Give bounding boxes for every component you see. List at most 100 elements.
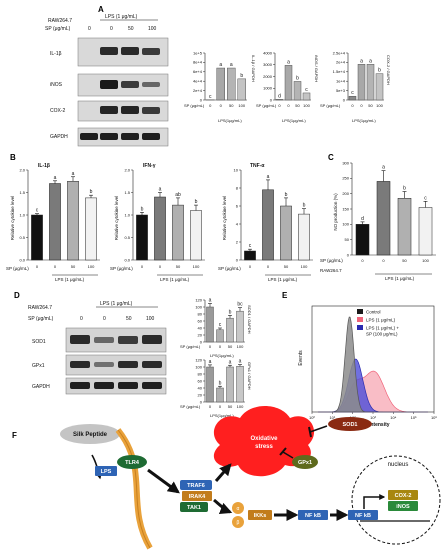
significance-letter: d	[361, 216, 364, 222]
sp-label-d: SP (μg/mL)	[28, 316, 54, 322]
y-tick-label: 120	[195, 297, 202, 302]
y-tick-label: 1e+4	[336, 79, 346, 84]
bar	[226, 317, 234, 343]
y-tick-label: 0	[200, 339, 203, 344]
nucleus-boundary	[351, 455, 441, 545]
band	[142, 382, 162, 389]
significance-letter: c	[249, 243, 252, 249]
irak4-label: IRAK4	[189, 494, 206, 500]
band	[142, 82, 160, 87]
blot-label-gapdh-a: GAPDH	[50, 134, 68, 140]
significance-letter: b	[141, 206, 144, 212]
lps-header: LPS (1 μg/mL)	[105, 14, 138, 20]
y-tick-label: 250	[342, 176, 349, 181]
sp-label-c: SP (μg/mL)	[320, 258, 343, 263]
band	[70, 335, 90, 344]
y-tick-label: 2	[236, 239, 239, 244]
band	[100, 133, 118, 140]
significance-letter: a	[229, 359, 232, 365]
panel-label-d: D	[14, 291, 20, 300]
significance-letter: bc	[237, 302, 243, 308]
bar	[418, 207, 433, 256]
chart-cox2-gapdh: COX-2 / GAPDH 2.5e+42e+41.5e+41e+45e+30c…	[320, 50, 391, 123]
bar	[49, 183, 61, 261]
panel-label-e: E	[282, 291, 288, 300]
sp-label-a3: SP (μg/mL)	[320, 103, 341, 108]
panel-f: F Silk Peptide TLR4 LPS Oxidative stress…	[12, 406, 441, 550]
panel-a: A RAW264.7 LPS (1 μg/mL) SP (μg/mL) 0 0 …	[45, 5, 391, 147]
lps-node	[95, 466, 117, 476]
significance-letter: b	[285, 192, 288, 198]
band	[142, 361, 162, 368]
band	[100, 47, 118, 55]
y-tick-label: 6	[236, 203, 239, 208]
legend-lps-sp-2: SP (100 μg/mL)	[366, 332, 398, 337]
blot-label-sod1: SOD1	[32, 339, 46, 345]
band	[142, 335, 162, 344]
x-tick-label: 0	[278, 103, 281, 108]
sp-dose-a-2: 0	[110, 26, 113, 32]
lps-group-label-a2: LPS(1μg/mL)	[282, 118, 306, 123]
panel-label-b: B	[10, 153, 16, 162]
significance-letter: a	[219, 62, 222, 68]
bar	[375, 73, 384, 101]
legend-control: Control	[366, 310, 381, 315]
y-tick-label: 1000	[263, 86, 273, 91]
ylabel-b3: Relative cytokine level	[222, 196, 227, 241]
ikks-node	[248, 510, 272, 520]
y-tick-label: 0.5	[124, 235, 130, 240]
x-tick-label: 0	[219, 404, 222, 409]
beta-label: β	[237, 520, 240, 526]
chart-title-b1: IL-1β	[38, 163, 50, 169]
panel-label-a: A	[98, 5, 104, 14]
x-tick-label: 0	[361, 258, 364, 263]
sp-dose-d-3: 50	[126, 316, 132, 322]
lps-label-b2: LPS (1 μg/mL)	[160, 277, 190, 282]
western-blot-d	[65, 327, 167, 395]
bar	[280, 205, 292, 261]
band	[142, 48, 160, 55]
chart-title-cox2-gapdh: COX-2 / GAPDH	[386, 55, 391, 85]
x-tick-label: 100	[238, 103, 245, 108]
significance-letter: c	[209, 94, 212, 100]
raw-label-d: RAW264.7	[28, 305, 52, 311]
bar	[376, 181, 391, 256]
significance-letter: c	[351, 90, 354, 96]
y-tick-label: 0.5	[19, 235, 25, 240]
lps-short-d2: LPS(1μg/mL)	[210, 413, 234, 418]
sod1-inhibit-line	[309, 425, 328, 433]
band	[118, 382, 138, 389]
x-tick-label: 100	[303, 103, 310, 108]
band	[100, 80, 118, 89]
x-tick-label: 50	[71, 264, 76, 269]
inos-node	[388, 501, 418, 511]
y-tick-label: 2.0	[19, 167, 25, 172]
bar	[172, 204, 184, 261]
bar	[154, 196, 166, 261]
y-tick-label: 2.0	[124, 167, 130, 172]
significance-letter: b	[229, 309, 232, 315]
y-tick-label: 1.0	[19, 212, 25, 217]
legend-swatch-lps-sp	[357, 325, 363, 330]
y-tick-label: 0	[270, 97, 273, 102]
x-tick-label: 0	[54, 264, 57, 269]
y-tick-label: 8e+4	[193, 60, 203, 65]
silk-peptide-node	[60, 424, 120, 444]
nfkb-node	[298, 510, 328, 520]
ylabel-e: Events	[298, 350, 304, 366]
band	[121, 133, 139, 140]
panel-label-c: C	[328, 153, 334, 162]
irak4-node	[182, 491, 212, 501]
x-tick-label: 50	[228, 404, 233, 409]
x-tick-label: 50	[228, 344, 233, 349]
y-tick-label: 50	[345, 237, 350, 242]
bar	[302, 92, 311, 101]
sp-label-b1: SP (μg/mL)	[6, 266, 29, 271]
y-tick-label: 60	[198, 378, 203, 383]
y-tick-label: 200	[342, 191, 349, 196]
y-tick-label: 4e+4	[193, 79, 203, 84]
sp-label-b2: SP (μg/mL)	[110, 266, 133, 271]
bar	[397, 198, 412, 256]
